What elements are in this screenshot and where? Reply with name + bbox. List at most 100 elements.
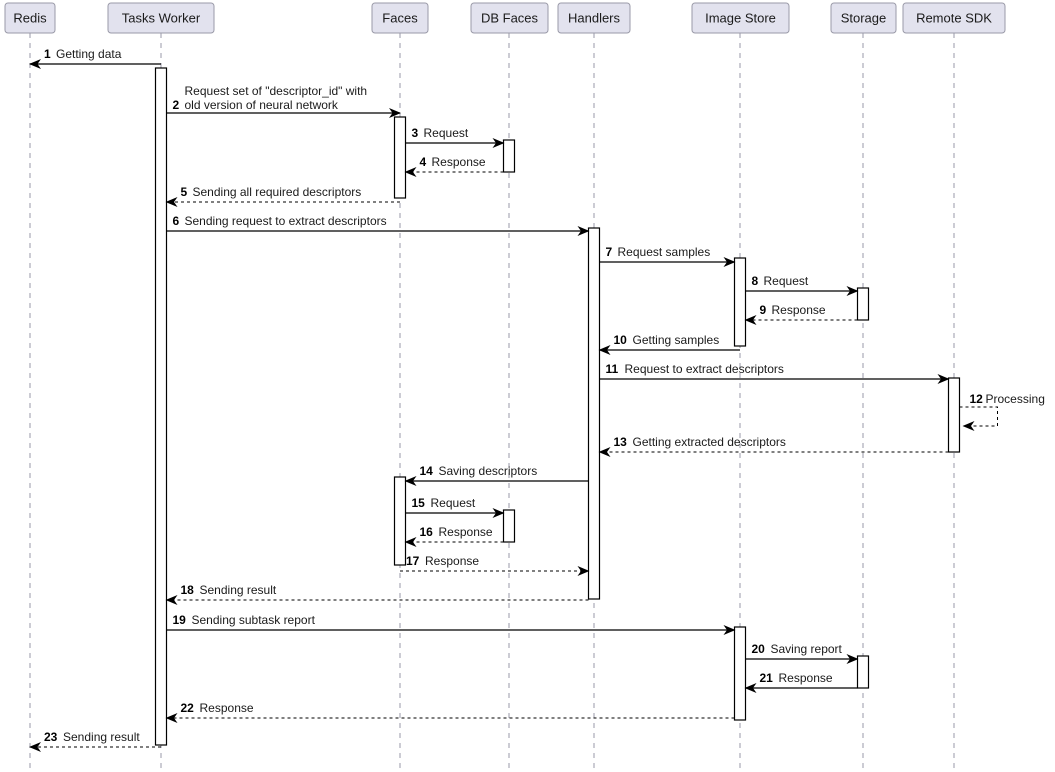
participant-label-worker: Tasks Worker bbox=[122, 10, 201, 25]
message-number-20: 20 bbox=[752, 642, 766, 656]
message-number-5: 5 bbox=[181, 185, 188, 199]
message-number-7: 7 bbox=[606, 245, 613, 259]
message-label-1: Getting data bbox=[56, 47, 122, 61]
message-number-16: 16 bbox=[420, 525, 434, 539]
message-label-8: Request bbox=[764, 274, 809, 288]
participant-label-imagestore: Image Store bbox=[705, 10, 776, 25]
message-10: 10 Getting samples bbox=[598, 333, 740, 355]
participant-box-storage[interactable] bbox=[830, 2, 897, 34]
message-number-13: 13 bbox=[614, 435, 628, 449]
activation-bar-remotesdk bbox=[947, 377, 961, 453]
message-number-18: 18 bbox=[181, 583, 195, 597]
message-label-2-cont: old version of neural network bbox=[185, 98, 339, 112]
message-label-9: Response bbox=[772, 303, 826, 317]
message-7: 7 Request samples bbox=[599, 245, 736, 267]
messages-layer: 1 Getting data 2 Request set of "descriptor… bbox=[29, 47, 1045, 752]
activation-bar-faces bbox=[393, 116, 407, 199]
message-label-20: Saving report bbox=[771, 642, 843, 656]
message-label-17: Response bbox=[425, 554, 479, 568]
participant-storage[interactable]: Storage bbox=[830, 2, 897, 34]
participant-handlers[interactable]: Handlers bbox=[557, 2, 631, 34]
message-label-14: Saving descriptors bbox=[439, 464, 538, 478]
message-number-9: 9 bbox=[760, 303, 767, 317]
message-number-11: 11 bbox=[606, 362, 619, 376]
message-number-4: 4 bbox=[420, 155, 427, 169]
participant-redis[interactable]: Redis bbox=[4, 2, 56, 34]
message-label-7: Request samples bbox=[618, 245, 711, 259]
participant-box-dbfaces[interactable] bbox=[470, 2, 549, 34]
activation-bar-imagestore bbox=[733, 626, 747, 721]
participant-label-dbfaces: DB Faces bbox=[481, 10, 539, 25]
message-21: 21 Response bbox=[744, 671, 858, 693]
message-label-18: Sending result bbox=[200, 583, 277, 597]
message-6: 6 Sending request to extract descriptors bbox=[166, 214, 590, 236]
message-label-4: Response bbox=[432, 155, 486, 169]
message-2: 2 Request set of "descriptor_id" withold … bbox=[166, 84, 401, 118]
participant-box-handlers[interactable] bbox=[557, 2, 631, 34]
message-number-2: 2 bbox=[173, 98, 180, 112]
message-number-10: 10 bbox=[614, 333, 628, 347]
participants-layer: Redis Tasks Worker Faces DB Faces Handlers Im… bbox=[4, 2, 1006, 34]
activation-bar-storage bbox=[856, 655, 870, 689]
message-label-21: Response bbox=[779, 671, 833, 685]
activations-layer bbox=[154, 67, 961, 746]
message-number-15: 15 bbox=[412, 496, 426, 510]
message-label-2: Request set of "descriptor_id" with bbox=[185, 84, 368, 98]
participant-label-storage: Storage bbox=[841, 10, 887, 25]
message-20: 20 Saving report bbox=[745, 642, 859, 664]
message-14: 14 Saving descriptors bbox=[404, 464, 589, 486]
activation-bar-dbfaces bbox=[502, 139, 516, 173]
participant-box-remotesdk[interactable] bbox=[902, 2, 1006, 34]
message-number-19: 19 bbox=[173, 613, 187, 627]
message-label-6: Sending request to extract descriptors bbox=[185, 214, 387, 228]
message-13: 13 Getting extracted descriptors bbox=[598, 435, 949, 457]
message-label-10: Getting samples bbox=[633, 333, 720, 347]
message-label-22: Response bbox=[200, 701, 254, 715]
activation-bar-dbfaces bbox=[502, 509, 516, 543]
message-4: 4 Response bbox=[404, 155, 504, 177]
message-number-14: 14 bbox=[420, 464, 434, 478]
message-number-6: 6 bbox=[173, 214, 180, 228]
message-number-22: 22 bbox=[181, 701, 195, 715]
participant-remotesdk[interactable]: Remote SDK bbox=[902, 2, 1006, 34]
participant-box-worker[interactable] bbox=[107, 2, 215, 34]
participant-box-faces[interactable] bbox=[371, 2, 429, 34]
participant-faces[interactable]: Faces bbox=[371, 2, 429, 34]
message-label-12: Processing bbox=[986, 392, 1045, 406]
participant-label-handlers: Handlers bbox=[568, 10, 621, 25]
participant-label-faces: Faces bbox=[382, 10, 418, 25]
message-8: 8 Request bbox=[745, 274, 859, 296]
message-label-13: Getting extracted descriptors bbox=[633, 435, 786, 449]
message-label-5: Sending all required descriptors bbox=[193, 185, 362, 199]
message-22: 22 Response bbox=[165, 701, 735, 723]
message-number-8: 8 bbox=[752, 274, 759, 288]
participant-box-redis[interactable] bbox=[4, 2, 56, 34]
message-label-15: Request bbox=[431, 496, 476, 510]
message-number-1: 1 bbox=[44, 47, 51, 61]
activation-bar-storage bbox=[856, 287, 870, 321]
participant-label-remotesdk: Remote SDK bbox=[916, 10, 992, 25]
activation-bar-worker bbox=[154, 67, 168, 746]
participant-dbfaces[interactable]: DB Faces bbox=[470, 2, 549, 34]
message-number-21: 21 bbox=[760, 671, 774, 685]
message-number-12: 12 bbox=[970, 392, 984, 406]
message-label-19: Sending subtask report bbox=[192, 613, 316, 627]
message-15: 15 Request bbox=[405, 496, 505, 518]
participant-imagestore[interactable]: Image Store bbox=[691, 2, 790, 34]
message-19: 19 Sending subtask report bbox=[166, 613, 736, 635]
activation-bar-handlers bbox=[587, 227, 601, 600]
participant-box-imagestore[interactable] bbox=[691, 2, 790, 34]
activation-bar-imagestore bbox=[733, 257, 747, 347]
participant-worker[interactable]: Tasks Worker bbox=[107, 2, 215, 34]
message-label-3: Request bbox=[424, 126, 469, 140]
message-5: 5 Sending all required descriptors bbox=[165, 185, 400, 207]
activation-bar-faces bbox=[393, 476, 407, 566]
